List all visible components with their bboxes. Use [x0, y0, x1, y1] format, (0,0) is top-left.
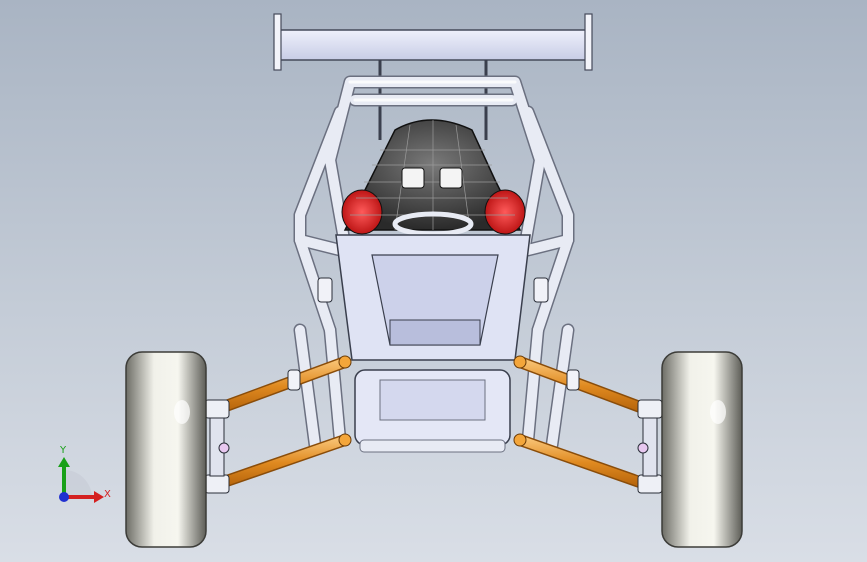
right-front-tire — [661, 351, 743, 548]
shock-mounts — [287, 277, 580, 391]
wheel-uprights — [204, 399, 663, 494]
triad-x-label: X — [104, 489, 111, 500]
front-body-panel — [335, 234, 531, 361]
driver-seat — [341, 119, 526, 237]
coordinate-triad-icon: Y X — [58, 445, 111, 503]
front-bulkhead — [354, 369, 511, 453]
rear-wing — [273, 13, 593, 140]
left-front-tire — [125, 351, 207, 548]
suspension-arms — [209, 355, 654, 491]
triad-y-label: Y — [59, 445, 67, 456]
roll-cage-frame — [293, 75, 575, 452]
